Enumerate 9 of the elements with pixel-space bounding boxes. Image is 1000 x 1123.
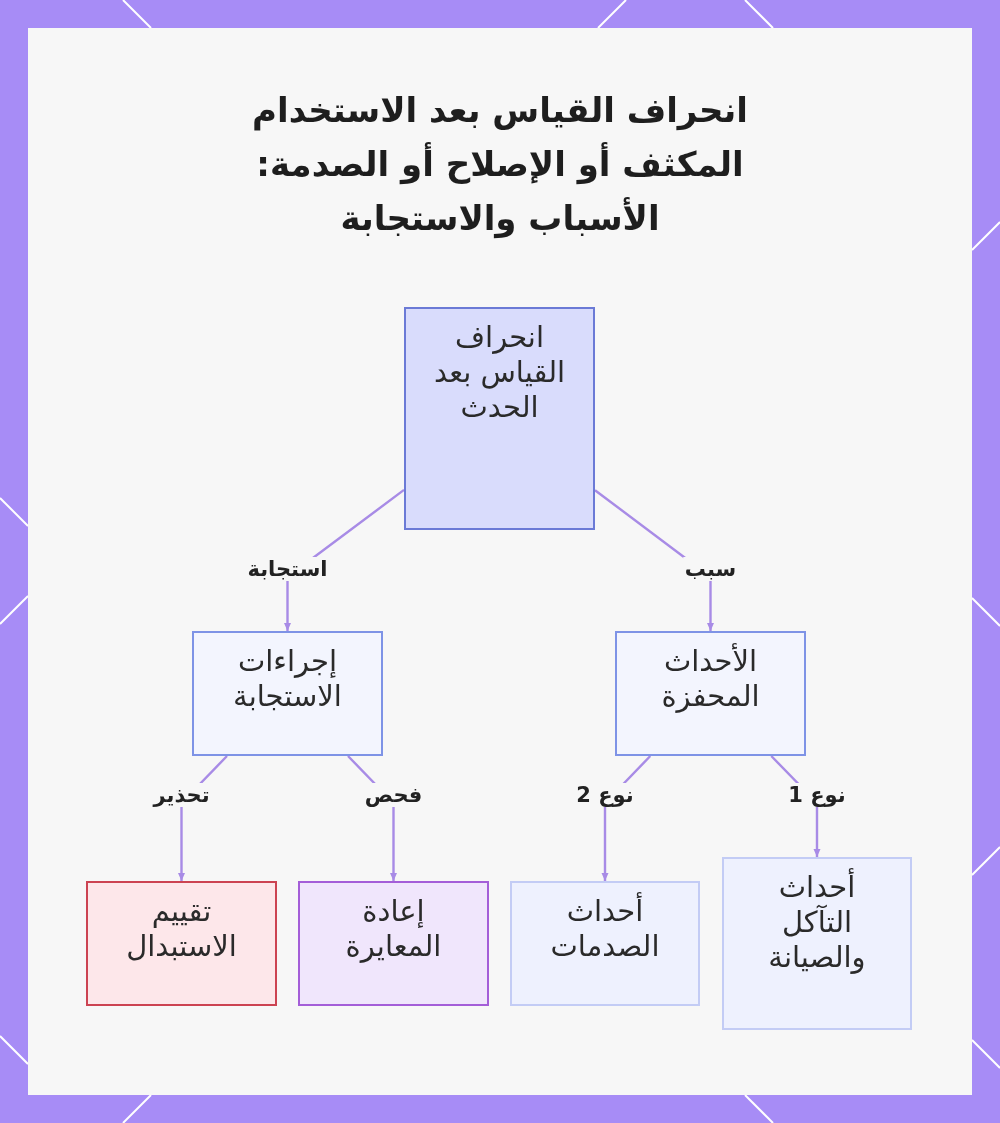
process-box: أحداث التآكل والصيانة <box>722 857 912 1030</box>
title: انحراف القياس بعد الاستخدام المكثف أو الإصلاح أو الصدمة: الأسباب والاستجابة <box>251 89 749 241</box>
process-box: الأحداث المحفزة <box>615 631 806 756</box>
process-box: انحراف القياس بعد الحدث <box>404 307 595 530</box>
process-box: إعادة المعايرة <box>298 881 489 1006</box>
process-box: إجراءات الاستجابة <box>192 631 383 756</box>
process-box: تقييم الاستبدال <box>86 881 277 1006</box>
edge-label: تحذير <box>151 783 212 807</box>
process-box: أحداث الصدمات <box>510 881 700 1006</box>
